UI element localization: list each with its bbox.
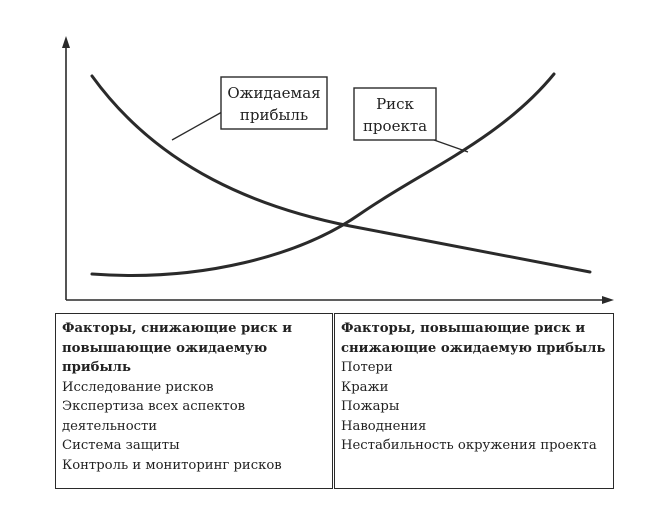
- expected-profit-curve: [90, 74, 592, 274]
- risk-reducing-factors-list: Исследование рисков Экспертиза всех аспе…: [62, 378, 326, 476]
- list-item: Потери: [341, 360, 393, 375]
- list-item: Нестабильность окружения проекта: [341, 438, 597, 453]
- risk-label-box: [353, 87, 437, 141]
- risk-reducing-factors-box: Факторы, снижающие риск и повышающие ожи…: [55, 313, 333, 489]
- list-item: Контроль и мониторинг рисков: [62, 457, 282, 473]
- project-risk-curve: [90, 72, 556, 277]
- risk-label-line1: Риск: [376, 95, 414, 113]
- list-item: Система защиты: [62, 438, 180, 453]
- y-axis-arrow: [62, 36, 70, 48]
- risk-reducing-factors-header: Факторы, снижающие риск и повышающие ожи…: [62, 321, 292, 375]
- risk-increasing-factors-box: Факторы, повышающие риск и снижающие ожи…: [334, 313, 614, 489]
- list-item: Исследование рисков: [62, 379, 214, 395]
- list-item: Пожары: [341, 399, 400, 414]
- profit-label-box: [220, 76, 328, 130]
- risk-increasing-factors-list: Потери Кражи Пожары Наводнения Нестабиль…: [341, 358, 607, 456]
- risk-increasing-factors-header: Факторы, повышающие риск и снижающие ожи…: [341, 321, 606, 356]
- profit-label-line2: прибыль: [240, 106, 308, 124]
- profit-label-line1: Ожидаемая: [227, 84, 320, 102]
- list-item: Кражи: [341, 379, 389, 395]
- risk-profit-diagram: Ожидаемая прибыль Риск проекта: [62, 36, 614, 304]
- x-axis-arrow: [602, 296, 614, 304]
- risk-label-leader: [433, 139, 469, 153]
- list-item: Экспертиза всех аспектов деятельности: [62, 399, 246, 434]
- risk-label-line2: проекта: [363, 117, 427, 135]
- profit-label-leader: [171, 111, 223, 141]
- list-item: Наводнения: [341, 418, 427, 434]
